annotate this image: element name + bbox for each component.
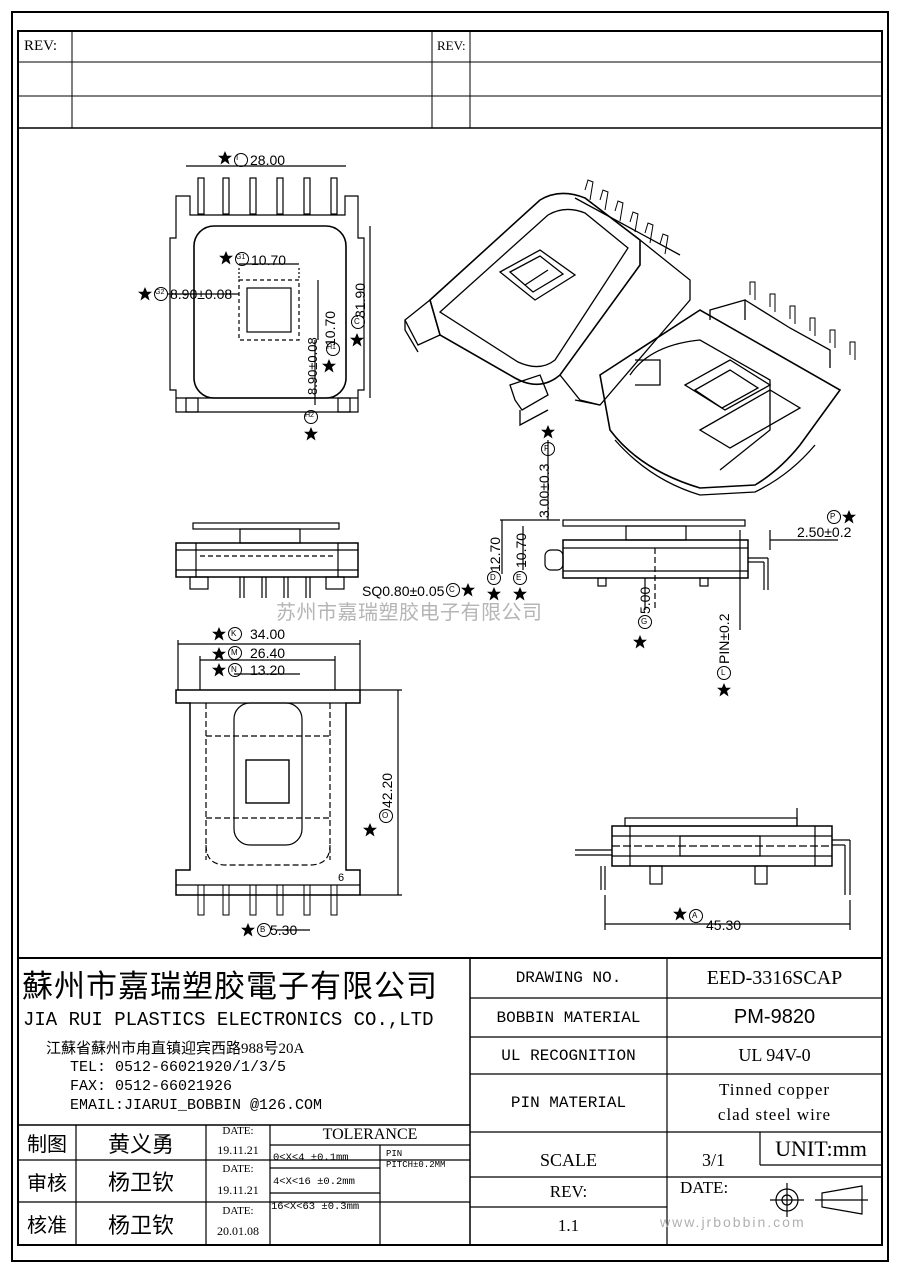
company-tel: TEL: 0512-66021920/1/3/5 xyxy=(70,1059,287,1076)
dim-g-letter: G xyxy=(641,617,648,626)
iso-view-bobbin xyxy=(599,281,856,496)
dim-c-value: 31.90 xyxy=(352,282,368,318)
dim-g2-value: 8.90±0.08 xyxy=(170,286,233,302)
rev-label: REV: xyxy=(549,1182,588,1201)
drawing-no-label: DRAWING NO. xyxy=(515,969,622,987)
dim-h1-text: 10.70 xyxy=(322,310,338,346)
dim-g1-value: 10.70 xyxy=(251,252,287,268)
scale-label: SCALE xyxy=(539,1149,597,1170)
dim-e-value: 10.70 xyxy=(513,532,529,568)
sign-role-approved: 核准 xyxy=(27,1215,67,1237)
company-email: EMAIL:JIARUI_BOBBIN @126.COM xyxy=(70,1097,323,1114)
outer-frame xyxy=(11,11,889,1262)
side-view-right xyxy=(500,440,838,630)
dim-a-letter: A xyxy=(692,911,698,920)
sign-name-drawn: 黄义勇 xyxy=(107,1131,174,1157)
ul-recognition-label: UL RECOGNITION xyxy=(501,1046,636,1065)
dim-g2-letter: G2 xyxy=(155,289,165,296)
sign-date-checked: 19.11.21 xyxy=(217,1183,259,1197)
company-fax: FAX: 0512-66021926 xyxy=(70,1078,233,1095)
watermark-text: 苏州市嘉瑞塑胶电子有限公司 xyxy=(276,602,543,624)
dim-n-letter: N xyxy=(231,665,237,674)
pin-material-label: PIN MATERIAL xyxy=(510,1094,627,1112)
side-view-left xyxy=(175,522,359,598)
dim-a-value: 45.30 xyxy=(706,917,742,933)
pin-count-label: 6 xyxy=(338,872,345,884)
dim-h1-letter: H1 xyxy=(327,344,336,351)
tolerance-row-2: 4<X<16 ±0.2mm xyxy=(273,1175,355,1188)
pin-material-value-1: Tinned copper xyxy=(718,1080,831,1099)
bobbin-material-label: BOBBIN MATERIAL xyxy=(496,1008,641,1027)
bobbin-material-value: PM-9820 xyxy=(733,1006,816,1028)
company-name-en: JIA RUI PLASTICS ELECTRONICS CO.,LTD xyxy=(23,1009,434,1031)
top-view-pins xyxy=(197,177,338,215)
dim-l-value: PIN±0.2 xyxy=(716,613,732,664)
tolerance-row-3: 16<X<63 ±0.3mm xyxy=(271,1200,360,1213)
dim-o-value: 42.20 xyxy=(379,772,395,808)
dim-m-letter: M xyxy=(231,648,238,657)
sign-date-label-checked: DATE: xyxy=(222,1163,254,1175)
unit-label: UNIT:mm xyxy=(775,1135,867,1161)
dim-h2-value: 8.90±0.08 xyxy=(305,337,320,395)
dim-g1-letter: G1 xyxy=(236,254,246,261)
date-label: DATE: xyxy=(680,1178,729,1197)
dim-b-letter: B xyxy=(260,925,266,934)
dim-h1-value: 10.70 xyxy=(302,267,338,346)
dim-p-letter: P xyxy=(830,512,836,521)
iso-view-assembled xyxy=(404,179,691,427)
dim-d-letter: D xyxy=(490,573,496,582)
rev-value: 1.1 xyxy=(557,1216,580,1235)
projection-symbol-icon xyxy=(770,1183,868,1217)
pin-material-value-2: clad steel wire xyxy=(717,1105,832,1124)
inner-frame xyxy=(17,30,883,1246)
dim-h2-letter: H2 xyxy=(305,412,314,419)
dim-e-letter: E xyxy=(516,573,522,582)
bottom-view xyxy=(175,640,402,931)
sign-date-approved: 20.01.08 xyxy=(217,1224,259,1238)
dim-d-value: 12.70 xyxy=(487,536,503,572)
scale-value: 3/1 xyxy=(701,1149,725,1170)
drawing-no-value: EED-3316SCAP xyxy=(706,966,843,989)
website-watermark: www.jrbobbin.com xyxy=(660,1214,806,1230)
dim-sq-letter: C xyxy=(449,585,455,594)
dim-p-value: 2.50±0.2 xyxy=(797,524,852,540)
top-view xyxy=(168,165,371,413)
dim-k-value: 34.00 xyxy=(250,626,286,642)
dim-l-letter: L xyxy=(721,668,726,677)
sign-name-approved: 杨卫钦 xyxy=(107,1212,174,1238)
rev-label-right: REV: xyxy=(437,38,466,53)
dim-sq-value: SQ0.80±0.05 xyxy=(362,583,445,599)
sign-date-label-approved: DATE: xyxy=(222,1205,254,1217)
dim-c-letter: C xyxy=(354,317,360,326)
dimension-letter-circles xyxy=(154,153,841,937)
tolerance-title: TOLERANCE xyxy=(322,1126,418,1143)
dim-i-value: 28.00 xyxy=(250,152,286,168)
sign-role-checked: 审核 xyxy=(27,1172,67,1195)
sign-date-label-drawn: DATE: xyxy=(222,1125,254,1137)
end-view xyxy=(575,808,851,930)
rev-label-left: REV: xyxy=(24,38,58,54)
tolerance-row-1: 0<X<4 ±0.1mm xyxy=(273,1151,349,1164)
dim-f-letter: F xyxy=(544,444,549,453)
dim-o-letter: O xyxy=(382,811,389,820)
dim-n-value: 13.20 xyxy=(250,662,286,678)
sign-name-checked: 杨卫钦 xyxy=(107,1170,174,1195)
dim-f-value: 3.00±0.3 xyxy=(536,463,552,518)
rev-table-lines xyxy=(18,31,882,129)
dim-k-letter: K xyxy=(231,629,237,638)
pin-pitch-line-2: PITCH±0.2MM xyxy=(386,1160,446,1170)
dim-g-value: 5.00 xyxy=(637,586,653,614)
dim-m-value: 26.40 xyxy=(250,645,286,661)
company-name-cn: 蘇州市嘉瑞塑胶電子有限公司 xyxy=(22,969,438,1004)
sign-date-drawn: 19.11.21 xyxy=(217,1143,259,1157)
title-block-lines xyxy=(18,957,882,1245)
pin-pitch-line-1: PIN xyxy=(386,1149,403,1159)
dim-b-value: 5.30 xyxy=(270,922,298,938)
dim-i-letter: I xyxy=(236,153,239,162)
ul-recognition-value: UL 94V-0 xyxy=(738,1045,811,1065)
company-address: 江蘇省蘇州市甪直镇迎宾西路988号20A xyxy=(46,1041,305,1057)
sign-role-drawn: 制图 xyxy=(27,1134,67,1156)
